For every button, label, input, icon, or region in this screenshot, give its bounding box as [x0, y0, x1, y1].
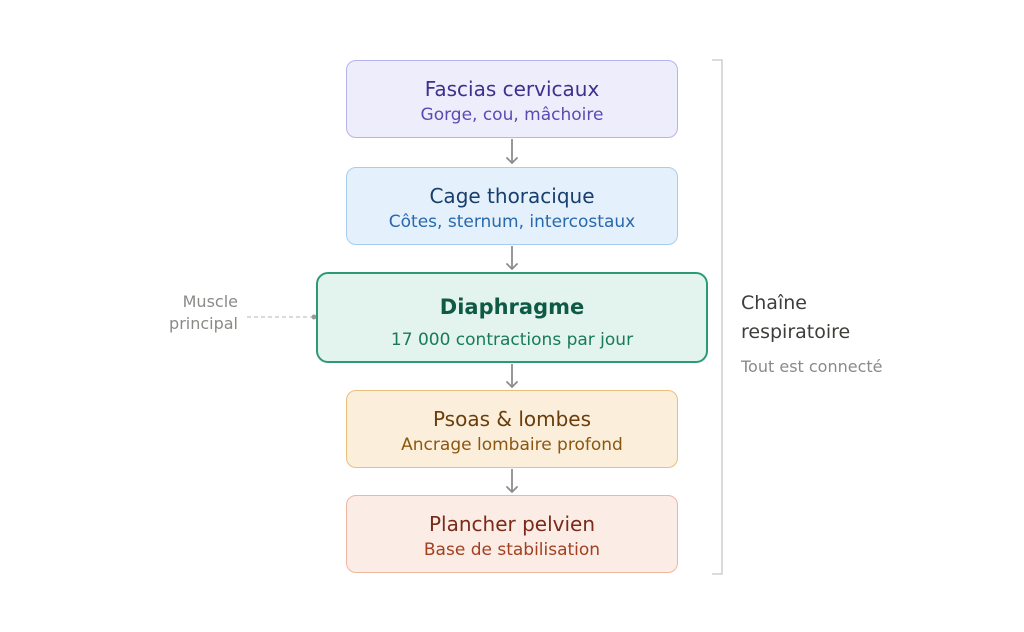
- annotation-line-2: principal: [169, 314, 238, 333]
- box-subtitle: 17 000 contractions par jour: [390, 330, 634, 350]
- box-title: Plancher pelvien: [428, 512, 596, 536]
- box-psoas-lombes: Psoas & lombes Ancrage lombaire profond: [346, 390, 678, 468]
- box-plancher-pelvien: Plancher pelvien Base de stabilisation: [346, 495, 678, 573]
- chain-bracket: [712, 59, 723, 575]
- box-cage-thoracique: Cage thoracique Côtes, sternum, intercos…: [346, 167, 678, 245]
- box-subtitle: Ancrage lombaire profond: [401, 435, 623, 455]
- box-fascias-cervicaux: Fascias cervicaux Gorge, cou, mâchoire: [346, 60, 678, 138]
- box-subtitle: Côtes, sternum, intercostaux: [388, 212, 636, 232]
- box-title: Cage thoracique: [429, 184, 595, 208]
- annotation-dot: [311, 314, 317, 320]
- box-title: Fascias cervicaux: [424, 77, 600, 101]
- chain-title: Chaîne respiratoire: [741, 289, 850, 347]
- box-title: Diaphragme: [439, 295, 585, 319]
- box-subtitle: Base de stabilisation: [423, 540, 601, 560]
- box-title: Psoas & lombes: [432, 407, 592, 431]
- chain-title-line-2: respiratoire: [741, 321, 851, 343]
- box-subtitle: Gorge, cou, mâchoire: [420, 105, 604, 125]
- annotation-line-1: Muscle: [182, 292, 238, 311]
- box-diaphragme: Diaphragme 17 000 contractions par jour: [316, 272, 708, 363]
- chain-title-line-1: Chaîne: [741, 292, 807, 314]
- chain-subtitle: Tout est connecté: [741, 357, 883, 376]
- annotation-muscle-principal: Muscle principal: [118, 291, 238, 335]
